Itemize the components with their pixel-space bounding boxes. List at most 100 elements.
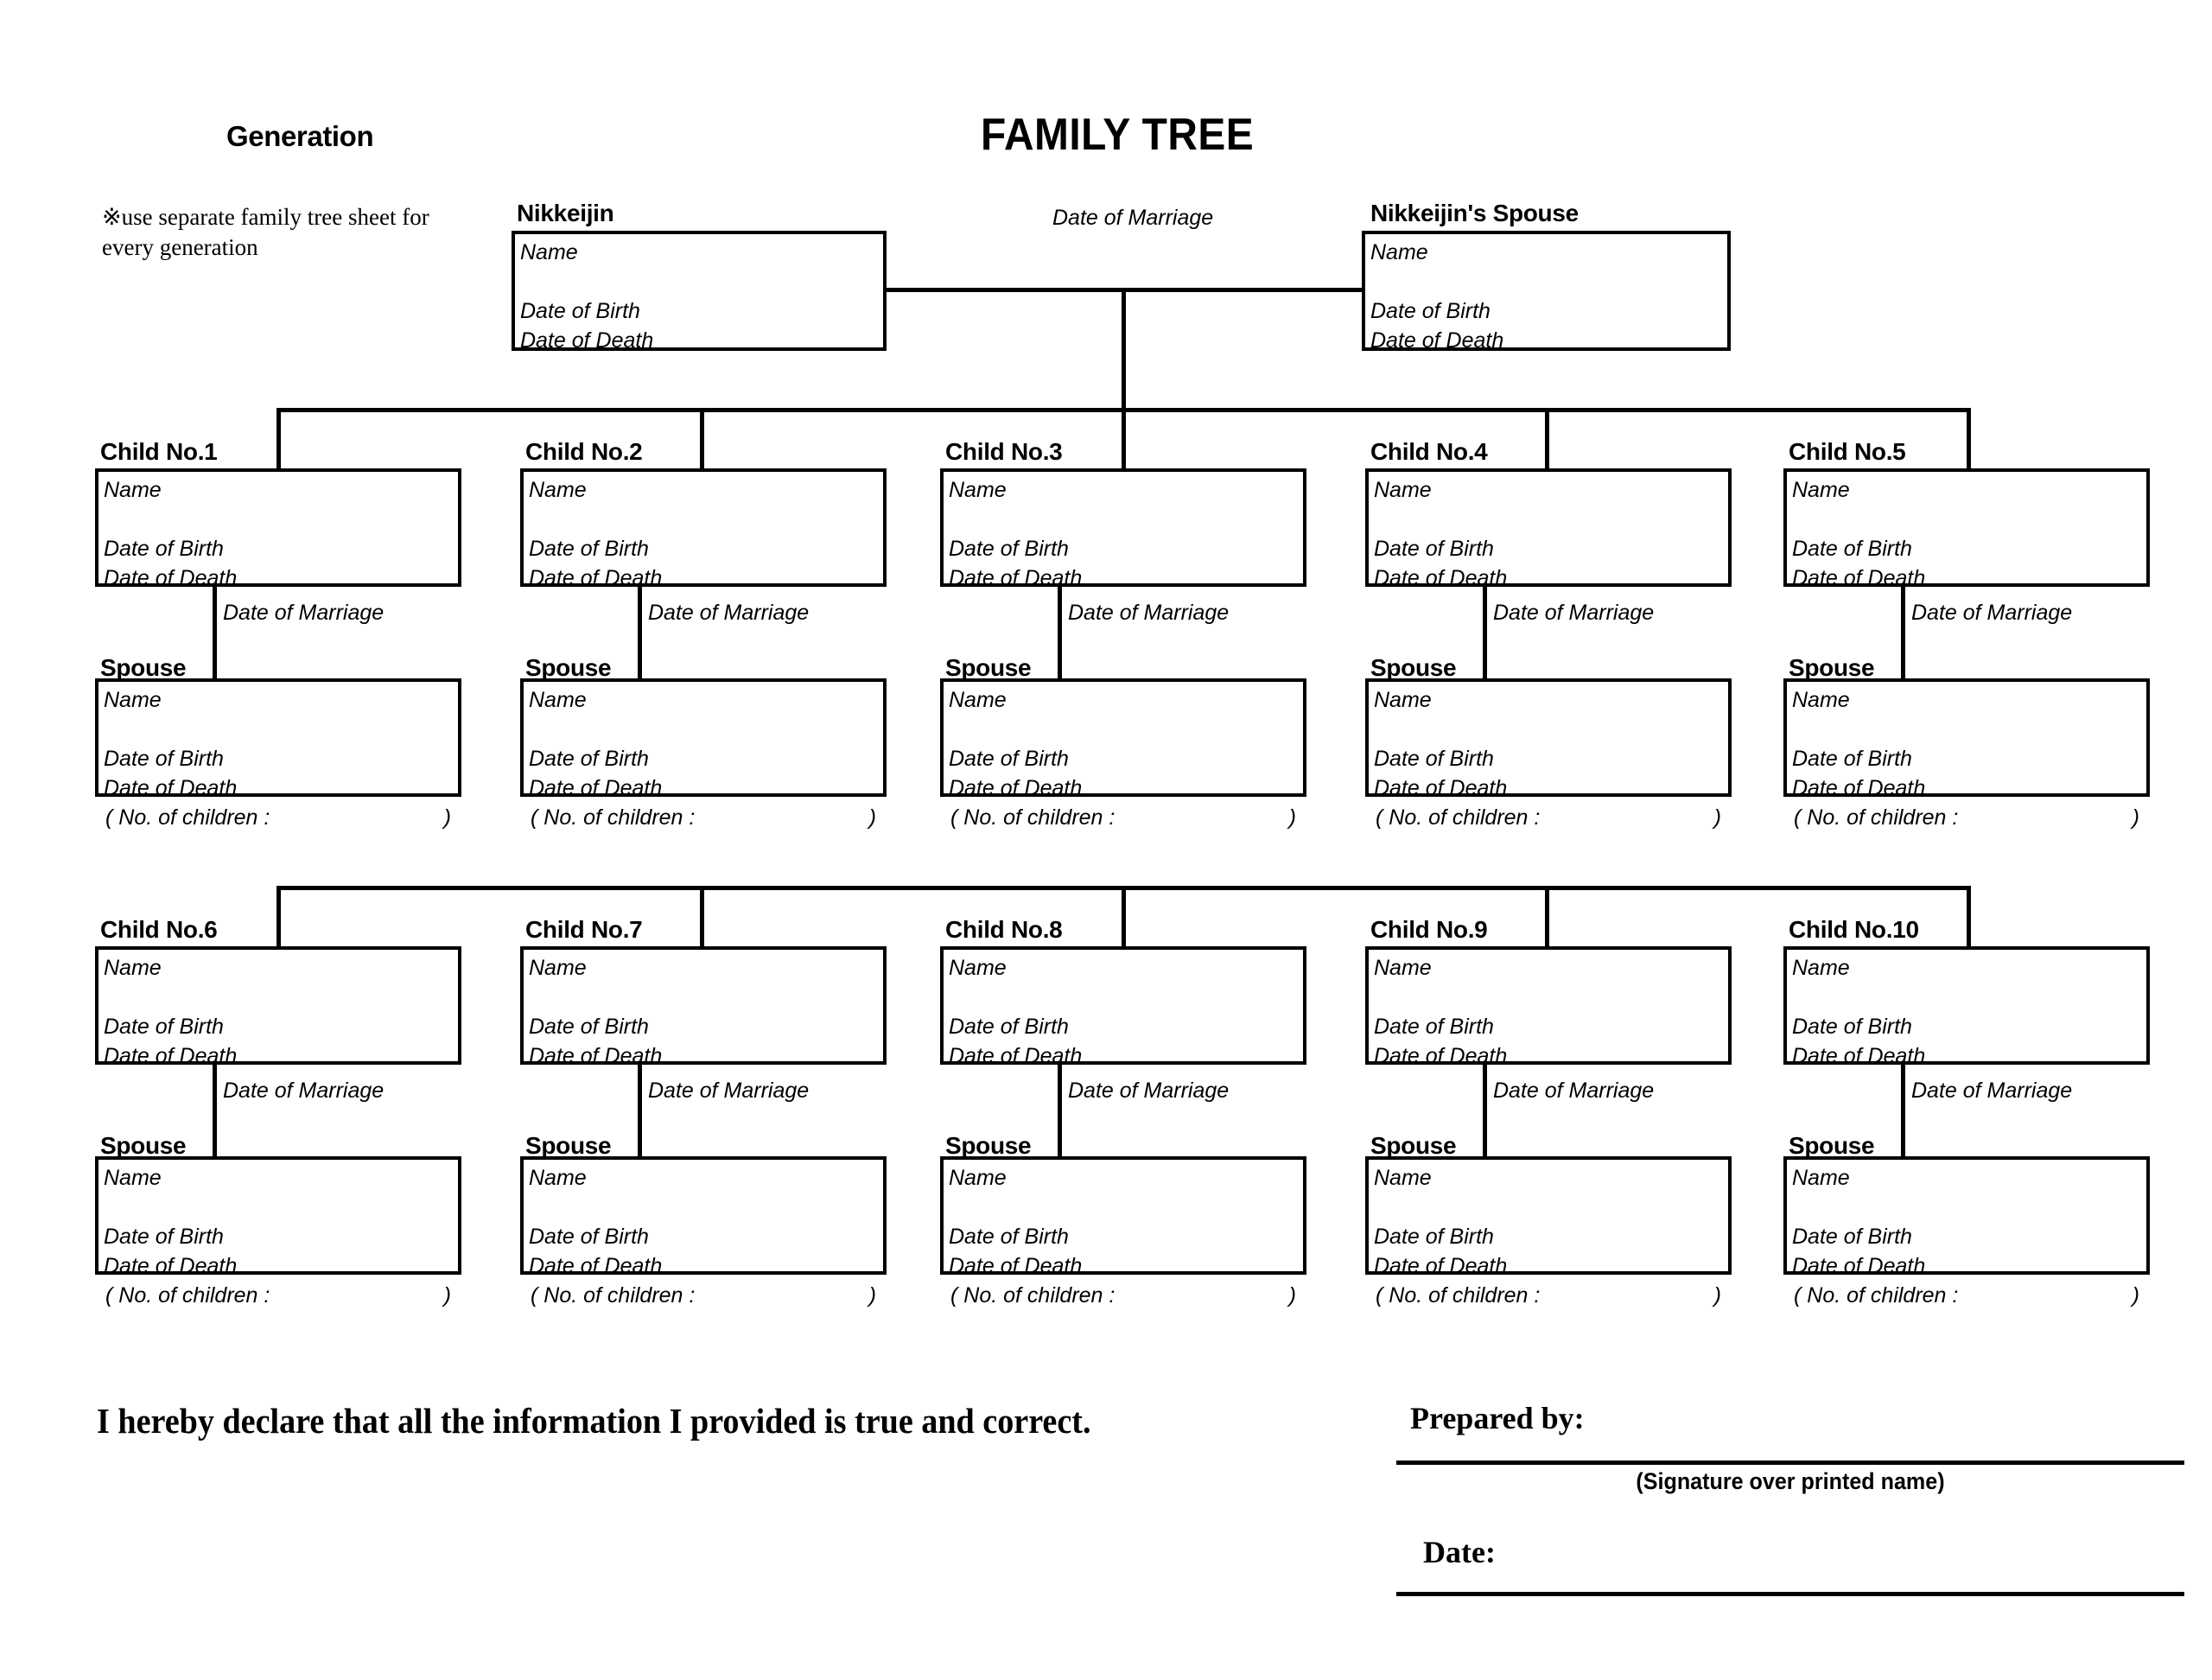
spouse-dob-field[interactable]: Date of Birth: [104, 1225, 224, 1249]
nikkeijin-name-field[interactable]: Name: [520, 240, 578, 264]
child-dod-field[interactable]: Date of Death: [1792, 1044, 1926, 1068]
spouse-dob-field[interactable]: Date of Birth: [1792, 1225, 1912, 1249]
child-dob-field[interactable]: Date of Birth: [949, 1015, 1069, 1039]
child-name-field[interactable]: Name: [104, 956, 162, 980]
child-box-5[interactable]: Name Date of Birth Date of Death: [1783, 468, 2150, 590]
child-name-field[interactable]: Name: [104, 478, 162, 502]
child-dod-field[interactable]: Date of Death: [1792, 566, 1926, 590]
spouse-dob-field[interactable]: Date of Birth: [529, 747, 649, 771]
child-name-field[interactable]: Name: [949, 956, 1007, 980]
child-box-3[interactable]: Name Date of Birth Date of Death: [940, 468, 1306, 590]
spouse-box-7[interactable]: Name Date of Birth Date of Death: [520, 1156, 887, 1278]
spouse-dod-field[interactable]: Date of Death: [1792, 1254, 1926, 1278]
child-name-field[interactable]: Name: [1374, 956, 1432, 980]
child-dod-field[interactable]: Date of Death: [1374, 566, 1508, 590]
child-box-4[interactable]: Name Date of Birth Date of Death: [1365, 468, 1732, 590]
child-dob-field[interactable]: Date of Birth: [1374, 1015, 1494, 1039]
spouse-dob-field[interactable]: Date of Birth: [1374, 747, 1494, 771]
child-box-10[interactable]: Name Date of Birth Date of Death: [1783, 946, 2150, 1068]
child-dob-field[interactable]: Date of Birth: [1792, 1015, 1912, 1039]
no-of-children-line[interactable]: ( No. of children : ): [105, 805, 451, 830]
child-dod-field[interactable]: Date of Death: [529, 566, 663, 590]
child-box-6[interactable]: Name Date of Birth Date of Death: [95, 946, 461, 1068]
child-box-9[interactable]: Name Date of Birth Date of Death: [1365, 946, 1732, 1068]
spouse-dob-field[interactable]: Date of Birth: [1374, 1225, 1494, 1249]
child-dob-field[interactable]: Date of Birth: [104, 537, 224, 561]
spouse-dod-field[interactable]: Date of Death: [1374, 1254, 1508, 1278]
child-box-7[interactable]: Name Date of Birth Date of Death: [520, 946, 887, 1068]
spouse-box-3[interactable]: Name Date of Birth Date of Death: [940, 678, 1306, 800]
spouse-dod-field[interactable]: Date of Death: [949, 1254, 1083, 1278]
spouse-box-2[interactable]: Name Date of Birth Date of Death: [520, 678, 887, 800]
child-box-2[interactable]: Name Date of Birth Date of Death: [520, 468, 887, 590]
spouse-dod-field[interactable]: Date of Death: [529, 776, 663, 800]
nikkeijin-spouse-dod-field[interactable]: Date of Death: [1370, 328, 1504, 353]
spouse-box-9[interactable]: Name Date of Birth Date of Death: [1365, 1156, 1732, 1278]
no-of-children-line[interactable]: ( No. of children : ): [950, 805, 1296, 830]
date-rule[interactable]: [1396, 1592, 2184, 1596]
nikkeijin-box[interactable]: Name Date of Birth Date of Death: [512, 231, 887, 353]
spouse-dob-field[interactable]: Date of Birth: [949, 747, 1069, 771]
spouse-name-field[interactable]: Name: [1374, 688, 1432, 712]
no-of-children-line[interactable]: ( No. of children : ): [1376, 1283, 1721, 1308]
nikkeijin-spouse-box[interactable]: Name Date of Birth Date of Death: [1362, 231, 1731, 353]
spouse-name-field[interactable]: Name: [1792, 688, 1850, 712]
nikkeijin-spouse-name-field[interactable]: Name: [1370, 240, 1428, 264]
spouse-name-field[interactable]: Name: [949, 688, 1007, 712]
spouse-name-field[interactable]: Name: [529, 688, 587, 712]
spouse-dob-field[interactable]: Date of Birth: [104, 747, 224, 771]
child-dob-field[interactable]: Date of Birth: [104, 1015, 224, 1039]
no-of-children-line[interactable]: ( No. of children : ): [105, 1283, 451, 1308]
child-dob-field[interactable]: Date of Birth: [949, 537, 1069, 561]
no-of-children-line[interactable]: ( No. of children : ): [1794, 1283, 2139, 1308]
spouse-name-field[interactable]: Name: [529, 1166, 587, 1190]
child-box-1[interactable]: Name Date of Birth Date of Death: [95, 468, 461, 590]
spouse-box-1[interactable]: Name Date of Birth Date of Death: [95, 678, 461, 800]
child-dod-field[interactable]: Date of Death: [529, 1044, 663, 1068]
spouse-name-field[interactable]: Name: [1374, 1166, 1432, 1190]
nikkeijin-dod-field[interactable]: Date of Death: [520, 328, 654, 353]
child-dod-field[interactable]: Date of Death: [104, 566, 238, 590]
spouse-box-10[interactable]: Name Date of Birth Date of Death: [1783, 1156, 2150, 1278]
child-name-field[interactable]: Name: [1374, 478, 1432, 502]
spouse-box-8[interactable]: Name Date of Birth Date of Death: [940, 1156, 1306, 1278]
no-of-children-line[interactable]: ( No. of children : ): [1376, 805, 1721, 830]
child-name-field[interactable]: Name: [529, 478, 587, 502]
spouse-dod-field[interactable]: Date of Death: [1374, 776, 1508, 800]
spouse-box-5[interactable]: Name Date of Birth Date of Death: [1783, 678, 2150, 800]
no-of-children-line[interactable]: ( No. of children : ): [950, 1283, 1296, 1308]
child-dod-field[interactable]: Date of Death: [949, 566, 1083, 590]
no-of-children-line[interactable]: ( No. of children : ): [531, 805, 876, 830]
spouse-name-field[interactable]: Name: [104, 688, 162, 712]
child-name-field[interactable]: Name: [1792, 956, 1850, 980]
spouse-dod-field[interactable]: Date of Death: [104, 1254, 238, 1278]
signature-rule[interactable]: [1396, 1460, 2184, 1465]
spouse-name-field[interactable]: Name: [949, 1166, 1007, 1190]
child-dob-field[interactable]: Date of Birth: [529, 537, 649, 561]
spouse-dod-field[interactable]: Date of Death: [104, 776, 238, 800]
spouse-name-field[interactable]: Name: [104, 1166, 162, 1190]
spouse-name-field[interactable]: Name: [1792, 1166, 1850, 1190]
spouse-dod-field[interactable]: Date of Death: [949, 776, 1083, 800]
spouse-dod-field[interactable]: Date of Death: [529, 1254, 663, 1278]
child-dob-field[interactable]: Date of Birth: [529, 1015, 649, 1039]
spouse-dob-field[interactable]: Date of Birth: [1792, 747, 1912, 771]
spouse-box-6[interactable]: Name Date of Birth Date of Death: [95, 1156, 461, 1278]
no-of-children-line[interactable]: ( No. of children : ): [531, 1283, 876, 1308]
child-box-8[interactable]: Name Date of Birth Date of Death: [940, 946, 1306, 1068]
no-of-children-line[interactable]: ( No. of children : ): [1794, 805, 2139, 830]
child-dod-field[interactable]: Date of Death: [104, 1044, 238, 1068]
child-name-field[interactable]: Name: [529, 956, 587, 980]
spouse-dob-field[interactable]: Date of Birth: [529, 1225, 649, 1249]
spouse-dod-field[interactable]: Date of Death: [1792, 776, 1926, 800]
spouse-box-4[interactable]: Name Date of Birth Date of Death: [1365, 678, 1732, 800]
spouse-dob-field[interactable]: Date of Birth: [949, 1225, 1069, 1249]
child-dod-field[interactable]: Date of Death: [1374, 1044, 1508, 1068]
child-dob-field[interactable]: Date of Birth: [1374, 537, 1494, 561]
child-dob-field[interactable]: Date of Birth: [1792, 537, 1912, 561]
nikkeijin-dob-field[interactable]: Date of Birth: [520, 299, 640, 323]
child-dod-field[interactable]: Date of Death: [949, 1044, 1083, 1068]
child-name-field[interactable]: Name: [949, 478, 1007, 502]
nikkeijin-spouse-dob-field[interactable]: Date of Birth: [1370, 299, 1491, 323]
child-name-field[interactable]: Name: [1792, 478, 1850, 502]
